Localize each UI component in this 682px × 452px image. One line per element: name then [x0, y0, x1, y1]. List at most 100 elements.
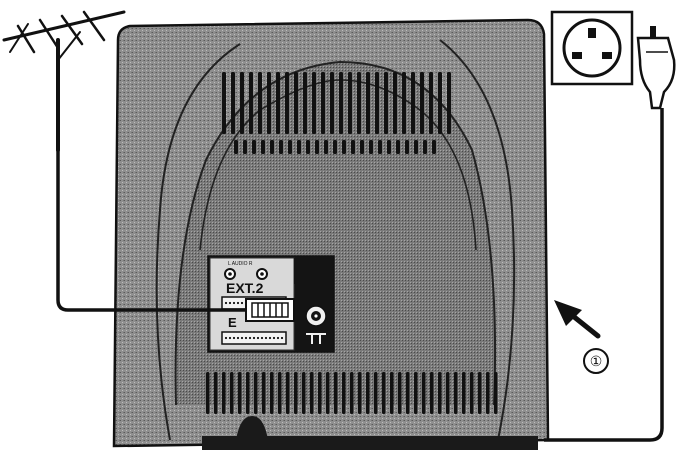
vent-slot — [420, 72, 424, 134]
vent-slot — [231, 72, 235, 134]
vent-slot — [330, 72, 334, 134]
vent-slot — [375, 72, 379, 134]
vent-slot — [348, 72, 352, 134]
vent-slot — [261, 140, 265, 154]
vent-slot — [396, 140, 400, 154]
vent-slot — [297, 140, 301, 154]
scart-pin — [224, 336, 228, 340]
vent-slot — [486, 372, 490, 414]
audio-label: L AUDIO R — [228, 261, 253, 267]
vent-slot — [351, 140, 355, 154]
scart-pin — [240, 336, 244, 340]
vent-slot — [366, 372, 370, 414]
vent-slot — [393, 72, 397, 134]
vent-slot — [350, 372, 354, 414]
vent-slot — [366, 72, 370, 134]
vent-slot — [294, 372, 298, 414]
uk-wall-socket-icon — [550, 10, 634, 86]
scart-pin — [264, 336, 268, 340]
scart-pin — [244, 336, 248, 340]
vent-slot — [254, 372, 258, 414]
vent-slot — [454, 372, 458, 414]
aerial-plug — [245, 298, 295, 322]
vent-slot — [294, 72, 298, 134]
vent-slot — [342, 372, 346, 414]
vent-slot — [238, 372, 242, 414]
scart-pin — [224, 301, 228, 305]
scart-pin — [268, 336, 272, 340]
vent-slot — [206, 372, 210, 414]
vent-slot — [234, 140, 238, 154]
vent-slot — [302, 372, 306, 414]
vent-slot — [285, 72, 289, 134]
scart-pin — [232, 336, 236, 340]
vent-slot — [252, 140, 256, 154]
vent-slot — [310, 372, 314, 414]
vent-slot — [279, 140, 283, 154]
vent-slot — [270, 140, 274, 154]
vent-slot — [470, 372, 474, 414]
antenna-cable — [56, 150, 246, 312]
upper-vent-grille — [222, 72, 451, 154]
vent-slot — [387, 140, 391, 154]
vent-slot — [390, 372, 394, 414]
vent-slot — [447, 72, 451, 134]
power-symbol: ① — [590, 353, 603, 369]
scart-pin — [236, 301, 240, 305]
antenna-socket — [300, 296, 330, 344]
vent-slot — [357, 72, 361, 134]
scart-pin — [260, 336, 264, 340]
vent-slot — [374, 372, 378, 414]
vent-slot — [422, 372, 426, 414]
antenna-icon — [2, 10, 126, 152]
vent-slot — [398, 372, 402, 414]
vent-slot — [384, 72, 388, 134]
vent-slot — [321, 72, 325, 134]
scart-pin — [280, 336, 284, 340]
vent-slot — [306, 140, 310, 154]
vent-slot — [333, 140, 337, 154]
vent-slot — [267, 72, 271, 134]
scart-pin — [272, 336, 276, 340]
vent-slot — [369, 140, 373, 154]
vent-slot — [414, 372, 418, 414]
scart-pin — [232, 301, 236, 305]
vent-slot — [462, 372, 466, 414]
vent-slot — [342, 140, 346, 154]
pointing-arrow-icon — [554, 300, 601, 339]
vent-slot — [402, 72, 406, 134]
vent-slot — [222, 372, 226, 414]
vent-slot — [405, 140, 409, 154]
vent-slot — [378, 140, 382, 154]
lower-vent-grille — [206, 372, 498, 414]
vent-slot — [411, 72, 415, 134]
vent-slot — [382, 372, 386, 414]
scart-marker: E — [228, 315, 237, 330]
vent-slot — [430, 372, 434, 414]
scart-pin — [236, 336, 240, 340]
vent-slot — [303, 72, 307, 134]
power-cable — [544, 108, 664, 442]
vent-slot — [324, 140, 328, 154]
power-plug-icon — [636, 26, 676, 110]
vent-slot — [318, 372, 322, 414]
vent-slot — [406, 372, 410, 414]
vent-slot — [339, 72, 343, 134]
scart-pin — [276, 336, 280, 340]
vent-slot — [258, 72, 262, 134]
scart-pin — [252, 336, 256, 340]
vent-slot — [423, 140, 427, 154]
vent-slot — [214, 372, 218, 414]
vent-slot — [286, 372, 290, 414]
vent-slot — [334, 372, 338, 414]
vent-slot — [438, 72, 442, 134]
vent-slot — [414, 140, 418, 154]
vent-slot — [478, 372, 482, 414]
vent-slot — [360, 140, 364, 154]
vent-slot — [230, 372, 234, 414]
scart-pin — [228, 301, 232, 305]
vent-slot — [446, 372, 450, 414]
power-button-marker: ① — [583, 348, 609, 374]
